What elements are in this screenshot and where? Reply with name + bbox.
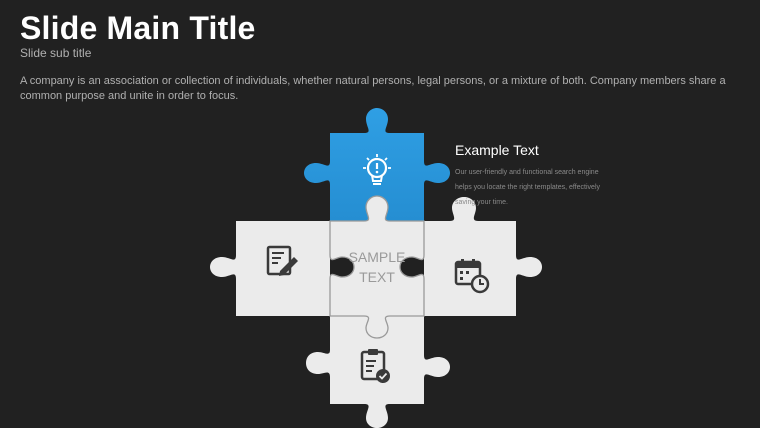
center-label-line2: TEXT	[359, 269, 395, 285]
puzzle-piece-bottom	[306, 316, 450, 428]
puzzle-piece-center	[329, 195, 425, 339]
puzzle-piece-top	[304, 108, 450, 221]
puzzle-piece-right	[424, 197, 542, 316]
calendar-clock-icon	[454, 259, 490, 294]
slide-subtitle: Slide sub title	[20, 46, 92, 60]
callout-body: Our user-friendly and functional search …	[455, 169, 601, 206]
center-label-line1: SAMPLE	[348, 249, 406, 265]
puzzle-center-label: SAMPLE TEXT	[330, 247, 424, 287]
slide-body-text: A company is an association or collectio…	[20, 75, 726, 102]
puzzle-piece-left	[210, 221, 330, 316]
clipboard-check-icon	[360, 349, 390, 383]
callout-title: Example Text	[455, 142, 539, 158]
document-edit-icon	[266, 245, 298, 276]
lightbulb-icon	[363, 154, 391, 185]
slide-title: Slide Main Title	[20, 10, 256, 46]
